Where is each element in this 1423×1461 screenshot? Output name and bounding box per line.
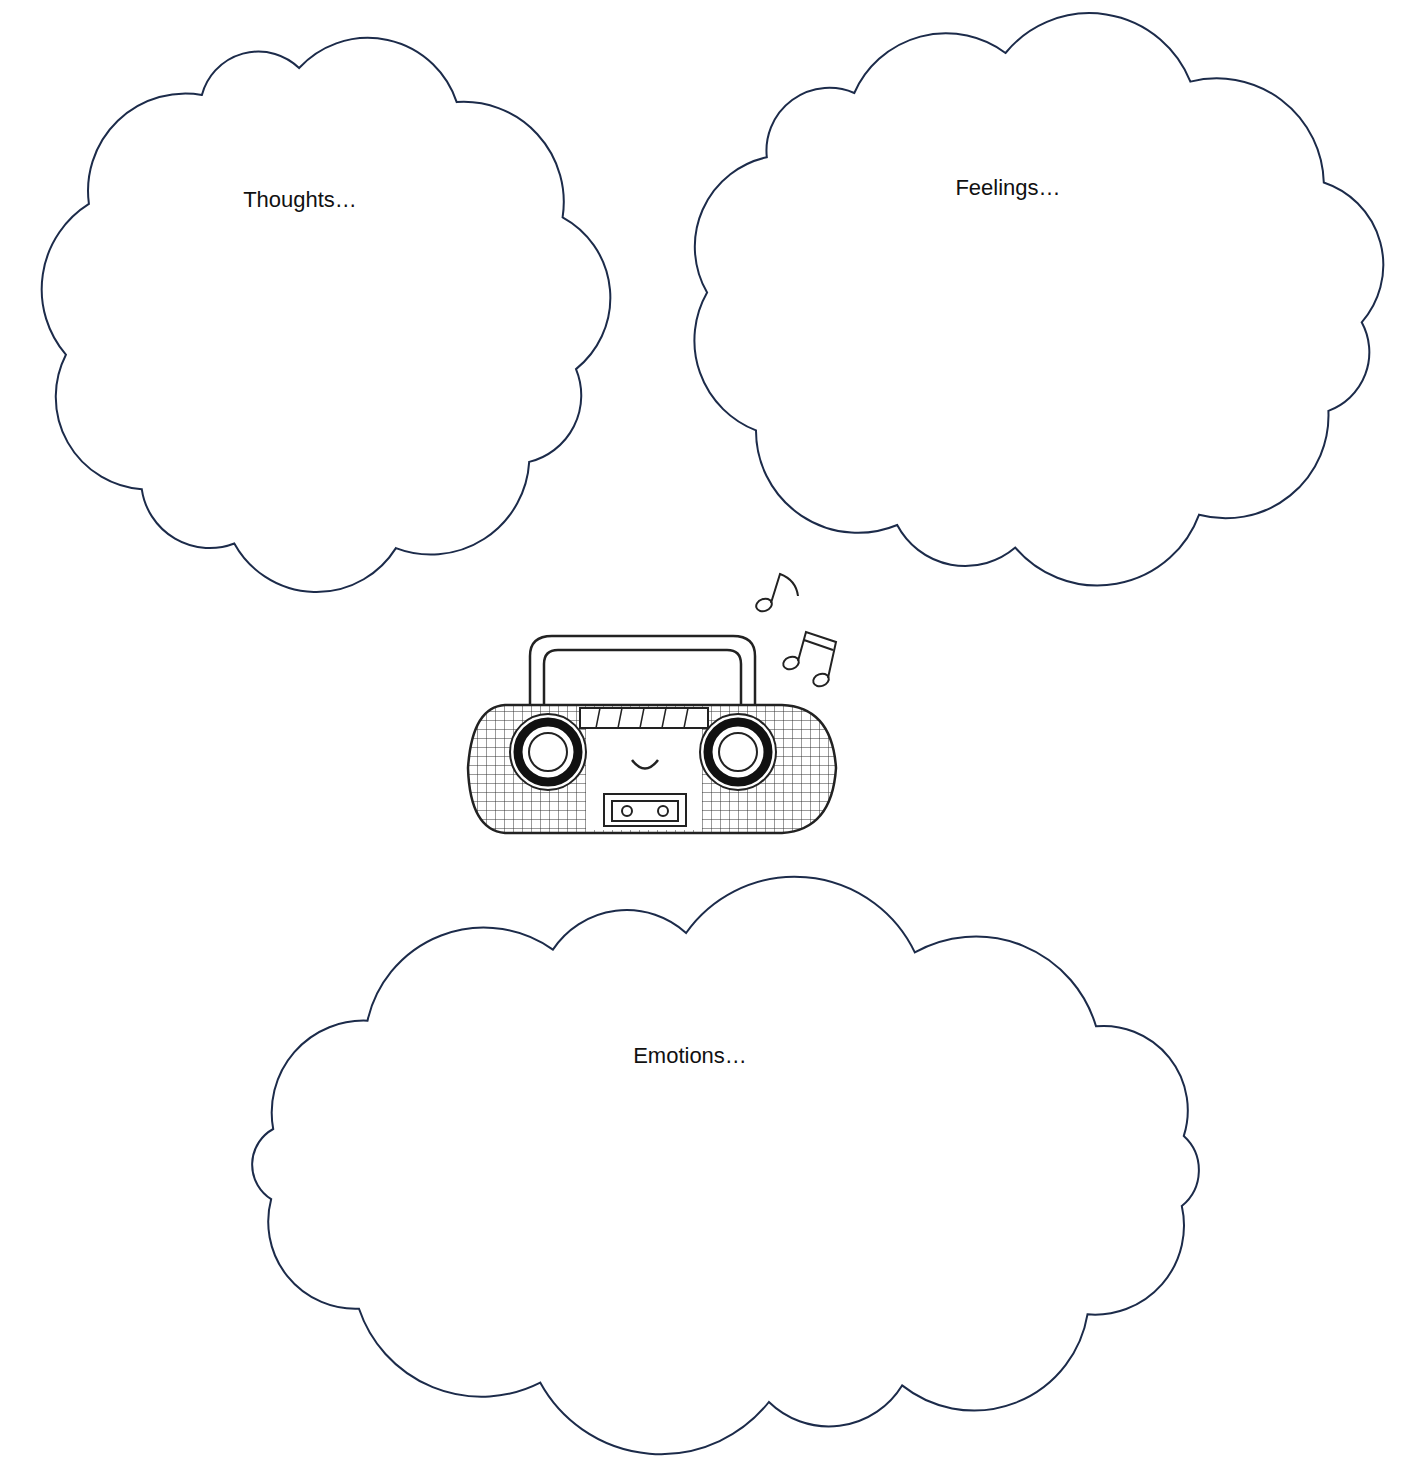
emotion-cloud: Emotions… (215, 880, 1240, 1455)
speaker-rim (700, 714, 776, 790)
speaker-ring (518, 722, 578, 782)
cassette-inner (612, 801, 678, 821)
note-stem (771, 574, 798, 603)
cloud-outline (10, 15, 635, 610)
feeling-cloud: Feelings… (655, 0, 1415, 600)
cloud-outline (655, 0, 1415, 600)
cloud-label: Thoughts… (243, 187, 357, 213)
body-front-panel (586, 712, 702, 830)
cassette-reel (658, 806, 668, 816)
cloud-border (252, 877, 1199, 1454)
cassette-outer (604, 794, 686, 826)
speakers (510, 714, 776, 790)
tuner-strip (580, 708, 708, 728)
speaker-cone (719, 733, 757, 771)
note-head (781, 655, 800, 672)
handle-inner (544, 650, 741, 706)
cassette-reel (622, 806, 632, 816)
cassette-deck (604, 794, 686, 826)
cloud-border (694, 13, 1383, 585)
speaker-rim (510, 714, 586, 790)
speaker-cone (529, 733, 567, 771)
note-head (754, 597, 773, 614)
note-beam (798, 632, 836, 678)
boombox-handle (530, 636, 755, 706)
cloud-border (42, 38, 611, 592)
cloud-label: Emotions… (633, 1043, 747, 1069)
speaker-ring (708, 722, 768, 782)
body-shape (468, 705, 836, 833)
note-head (811, 672, 830, 689)
cloud-outline (215, 880, 1240, 1455)
thought-cloud: Thoughts… (10, 15, 635, 610)
tuner-lines (596, 708, 688, 728)
music-notes (754, 574, 836, 688)
cloud-label: Feelings… (955, 175, 1060, 201)
smile (632, 760, 658, 769)
handle-outer (530, 636, 755, 706)
boombox-body (468, 705, 836, 833)
